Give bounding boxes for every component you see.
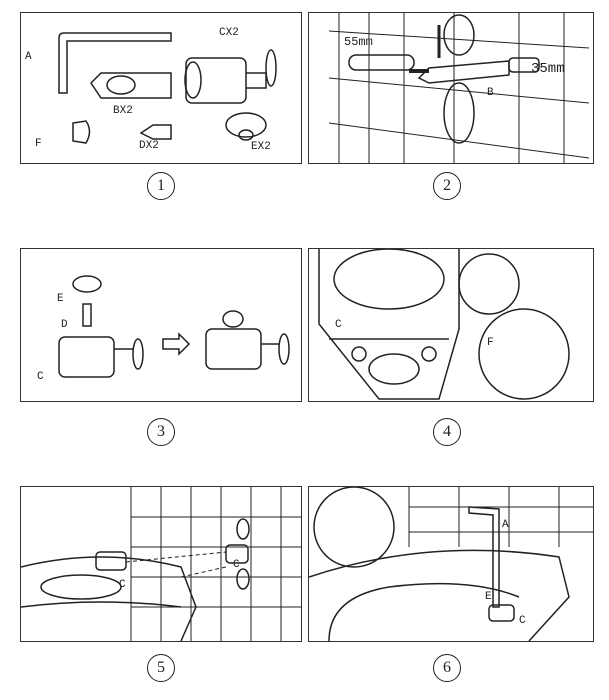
part-c-label: C <box>335 319 342 331</box>
part-b-label: BX2 <box>113 105 133 117</box>
part-c-label: CX2 <box>219 27 239 39</box>
part-e-label: E <box>57 293 64 305</box>
parts-illustration <box>58 32 277 144</box>
length-55mm-label: 55mm <box>344 35 373 49</box>
part-e-label: E <box>485 591 492 603</box>
step-1-panel: A BX2 CX2 DX2 EX2 F <box>20 12 302 164</box>
wall-mounting-illustration <box>21 487 301 641</box>
wall-drilling-illustration <box>328 13 590 163</box>
part-d-label: DX2 <box>139 140 159 152</box>
part-c-label-2: C <box>233 559 240 571</box>
step-6-number: 6 <box>433 654 461 682</box>
step-6-panel: A E C <box>308 486 594 642</box>
part-e-label: EX2 <box>251 141 271 153</box>
part-d-label: D <box>61 319 68 331</box>
part-a-label: A <box>502 519 509 531</box>
part-c-label: C <box>37 371 44 383</box>
part-c-label: C <box>519 615 526 627</box>
step-5-panel: C C <box>20 486 302 642</box>
step-1-number: 1 <box>147 172 175 200</box>
step-4-number: 4 <box>433 418 461 446</box>
part-b-label: B <box>487 87 494 99</box>
assembly-illustration <box>58 275 290 378</box>
step-3-panel: E D C <box>20 248 302 402</box>
part-a-label: A <box>25 51 32 63</box>
step-4-panel: C F <box>308 248 594 402</box>
part-f-label: F <box>35 138 42 150</box>
length-35mm-label: 35mm <box>531 61 565 77</box>
step-2-number: 2 <box>433 172 461 200</box>
step-3-number: 3 <box>147 418 175 446</box>
part-f-label: F <box>487 337 494 349</box>
toilet-fitting-illustration <box>318 249 570 400</box>
part-c-label: C <box>119 579 126 591</box>
step-2-panel: 55mm 35mm B <box>308 12 594 164</box>
step-5-number: 5 <box>147 654 175 682</box>
tightening-illustration <box>309 487 593 641</box>
